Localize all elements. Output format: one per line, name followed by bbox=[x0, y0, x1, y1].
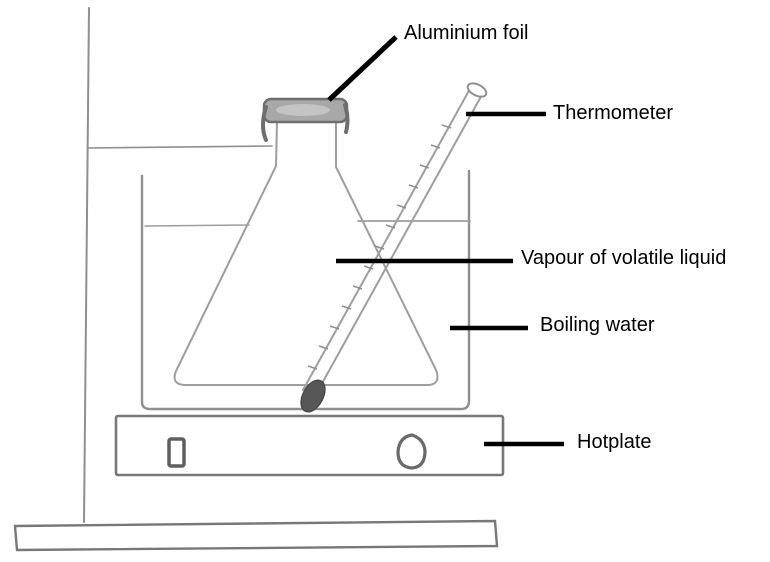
leader-lines bbox=[327, 35, 564, 447]
water-level-line-left bbox=[144, 224, 250, 227]
thermometer-label: Thermometer bbox=[553, 102, 674, 124]
vapour-label: Vapour of volatile liquid bbox=[521, 247, 727, 269]
bench bbox=[13, 519, 499, 552]
thermometer bbox=[300, 82, 488, 413]
thermometer-tube-left-edge bbox=[302, 86, 472, 391]
aluminium-foil-label: Aluminium foil bbox=[404, 22, 529, 44]
hotplate bbox=[114, 414, 505, 477]
control-knob-icon bbox=[396, 433, 427, 470]
thermometer-top-opening bbox=[466, 82, 488, 98]
foil-highlight bbox=[276, 104, 330, 116]
foil-leader-line bbox=[327, 35, 398, 102]
foil-flap-left bbox=[261, 105, 268, 142]
thermometer-tube-right-edge bbox=[314, 92, 484, 397]
stand-arm bbox=[87, 145, 273, 149]
thermometer-bulb bbox=[300, 379, 326, 413]
stand-pole bbox=[83, 7, 90, 523]
flask-outline bbox=[173, 120, 439, 386]
thermometer-scale-ticks bbox=[307, 124, 452, 370]
foil-flap-right bbox=[343, 103, 350, 134]
power-switch-icon bbox=[167, 437, 186, 468]
hotplate-label: Hotplate bbox=[577, 431, 652, 453]
boiling-water-label: Boiling water bbox=[540, 314, 655, 336]
foil-cap bbox=[261, 97, 350, 142]
